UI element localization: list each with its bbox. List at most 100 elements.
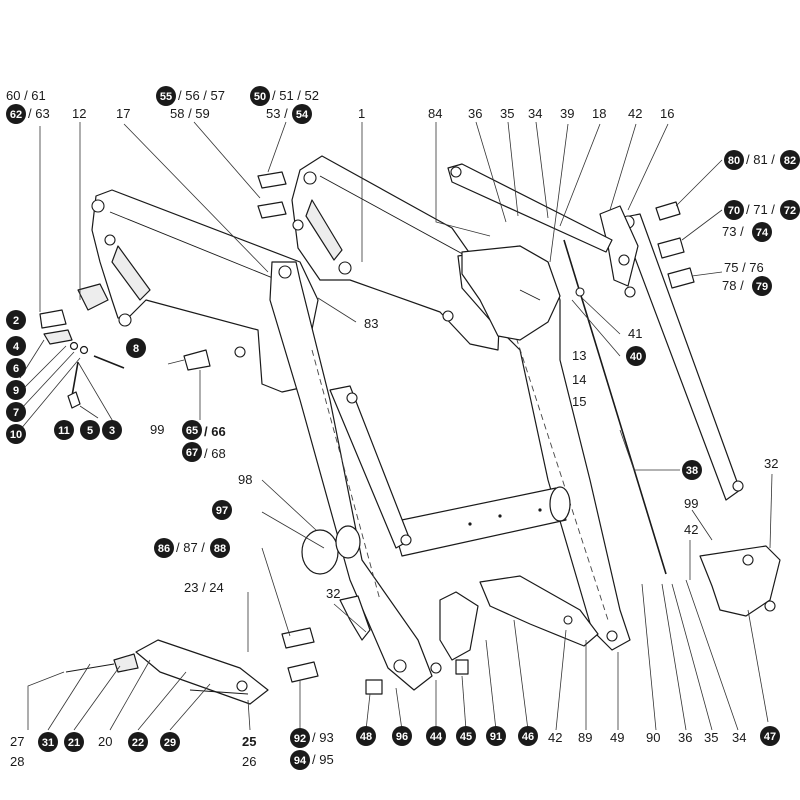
callout-badge: 62 [6,104,26,124]
label-89: 89 [578,730,592,745]
label-68: / 68 [204,446,226,461]
label-95: / 95 [312,752,334,767]
svg-text:8: 8 [133,343,139,355]
callout-badge: 2 [6,310,26,330]
label-99-left: 99 [150,422,164,437]
callout-badge: 31 [38,732,58,752]
svg-text:4: 4 [13,341,20,353]
callout-badge: 47 [760,726,780,746]
label-39: 39 [560,106,574,121]
svg-text:80: 80 [728,155,740,167]
label-71: / 71 / [746,202,775,217]
svg-text:94: 94 [294,755,307,767]
callout-badge: 86 [154,538,174,558]
svg-text:46: 46 [522,731,534,743]
callout-badge: 91 [486,726,506,746]
label-60-61: 60 / 61 [6,88,46,103]
svg-text:92: 92 [294,733,306,745]
callout-badge: 97 [212,500,232,520]
label-66: / 66 [204,424,226,439]
svg-text:48: 48 [360,731,372,743]
label-34-top: 34 [528,106,542,121]
loader-frame-artwork [39,155,781,705]
svg-text:40: 40 [630,351,642,363]
callout-badge: 10 [6,424,26,444]
label-41: 41 [628,326,642,341]
callout-badge: 29 [160,732,180,752]
svg-text:65: 65 [186,425,198,437]
callout-badge: 88 [210,538,230,558]
svg-text:88: 88 [214,543,226,555]
svg-text:9: 9 [13,385,19,397]
svg-text:44: 44 [430,731,443,743]
svg-text:54: 54 [296,109,309,121]
label-53: 53 / [266,106,288,121]
callout-badge: 6 [6,358,26,378]
svg-text:3: 3 [109,425,115,437]
callout-badge: 11 [54,420,74,440]
label-35-top: 35 [500,106,514,121]
callout-labels: 60 / 61 / 63 12 17 / 56 / 57 58 / 59 / 5… [6,88,778,769]
label-26: 26 [242,754,256,769]
label-99-right: 99 [684,496,698,511]
callout-badge: 72 [780,200,800,220]
svg-text:86: 86 [158,543,170,555]
leader-lines [19,121,773,731]
label-17: 17 [116,106,130,121]
label-42-right: 42 [684,522,698,537]
label-35-bottom: 35 [704,730,718,745]
svg-text:29: 29 [164,737,176,749]
callout-badge: 9 [6,380,26,400]
label-1: 1 [358,106,365,121]
svg-text:45: 45 [460,731,472,743]
label-93: / 93 [312,730,334,745]
label-49: 49 [610,730,624,745]
svg-text:22: 22 [132,737,144,749]
svg-text:74: 74 [756,227,769,239]
callout-badge: 45 [456,726,476,746]
label-90: 90 [646,730,660,745]
callout-badge: 4 [6,336,26,356]
label-84: 84 [428,106,442,121]
svg-text:38: 38 [686,465,698,477]
callout-badge: 50 [250,86,270,106]
callout-badge: 5 [80,420,100,440]
callout-badge: 8 [126,338,146,358]
callout-badge: 94 [290,750,310,770]
callout-badge: 67 [182,442,202,462]
label-34-bottom: 34 [732,730,746,745]
svg-text:7: 7 [13,407,19,419]
callout-badge: 21 [64,732,84,752]
label-73: 73 / [722,224,744,239]
callout-badge: 70 [724,200,744,220]
callout-badge: 74 [752,222,772,242]
callout-badge: 80 [724,150,744,170]
callout-badge: 65 [182,420,202,440]
svg-text:50: 50 [254,91,266,103]
svg-text:72: 72 [784,205,796,217]
label-87: / 87 / [176,540,205,555]
label-27: 27 [10,734,24,749]
label-42-bottom: 42 [548,730,562,745]
svg-text:2: 2 [13,315,19,327]
callout-badge: 38 [682,460,702,480]
label-78: 78 / [722,278,744,293]
svg-text:62: 62 [10,109,22,121]
label-83: 83 [364,316,378,331]
svg-text:96: 96 [396,731,408,743]
svg-text:82: 82 [784,155,796,167]
svg-text:31: 31 [42,737,54,749]
svg-text:47: 47 [764,731,776,743]
label-63: / 63 [28,106,50,121]
svg-text:11: 11 [58,425,70,437]
callout-badges: 62 55 50 54 80 82 70 72 74 79 2 4 6 9 7 … [6,86,800,770]
label-32-mid: 32 [326,586,340,601]
label-14: 14 [572,372,586,387]
svg-text:5: 5 [87,425,93,437]
label-81: / 81 / [746,152,775,167]
callout-badge: 82 [780,150,800,170]
callout-badge: 92 [290,728,310,748]
svg-text:6: 6 [13,363,19,375]
label-36-bottom: 36 [678,730,692,745]
